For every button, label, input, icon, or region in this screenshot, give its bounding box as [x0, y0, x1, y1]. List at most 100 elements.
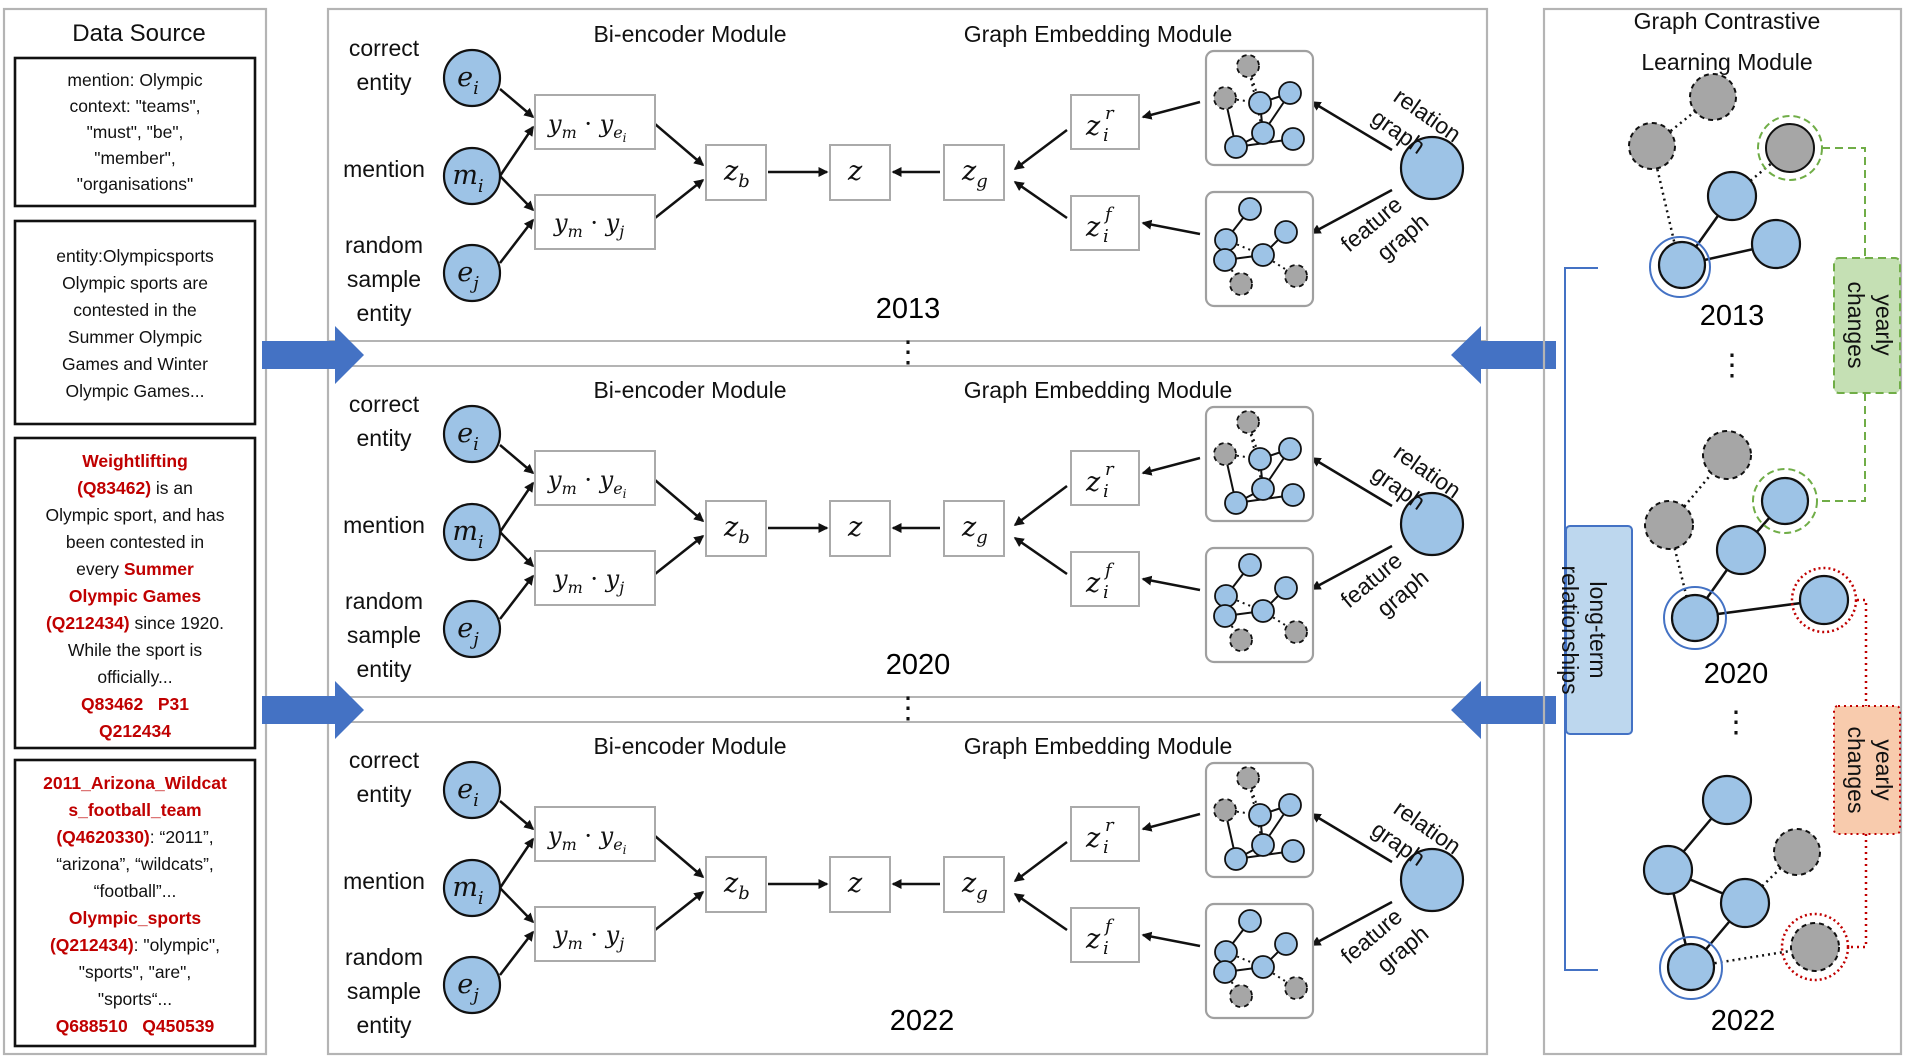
left-arrow-icon [262, 326, 364, 384]
z-feature-box [1070, 907, 1140, 963]
year-label: 2020 [1704, 658, 1769, 690]
flow-arrow [499, 444, 535, 474]
source-text: (Q212434) since 1920. [46, 613, 224, 633]
flow-arrow [499, 930, 534, 976]
random-entity-label: entity [357, 656, 412, 682]
correct-entity-label: entity [357, 69, 412, 95]
graph-node [1213, 248, 1237, 272]
input-node [442, 146, 502, 206]
source-text: "must", "be", [87, 122, 184, 142]
score-box-random [534, 550, 656, 606]
long-term-label: long-termrelationships [1557, 565, 1611, 694]
flow-arrow [499, 175, 535, 212]
graph-node [1251, 833, 1275, 857]
flow-arrow [654, 891, 705, 931]
graph-node [1238, 197, 1262, 221]
feature-graph-label: featuregraph [1336, 897, 1434, 992]
z-g-box [943, 500, 1005, 557]
z-b-box [705, 500, 767, 557]
bi-encoder-title: Bi-encoder Module [593, 733, 786, 759]
flow-arrows [262, 326, 1556, 739]
source-box-arizona [13, 758, 257, 1048]
flow-arrow [1310, 900, 1393, 947]
z-box [829, 856, 891, 913]
flow-arrow [1141, 219, 1201, 236]
graph-embedding-title: Graph Embedding Module [964, 21, 1233, 47]
mention-label: mention [343, 156, 425, 182]
flow-arrow [1013, 892, 1068, 932]
z-b-box [705, 144, 767, 201]
year-label: 2020 [886, 649, 951, 681]
flow-arrow [1141, 931, 1201, 948]
year-label: 2022 [890, 1005, 955, 1037]
source-text: contested in the [73, 300, 197, 320]
graph-node [1278, 793, 1302, 817]
graph-node [1236, 766, 1260, 790]
yearly-changes-tag-green [1833, 257, 1901, 394]
flow-arrow [499, 531, 535, 568]
source-text: Q83462 P31 [81, 694, 189, 714]
graph-node [1274, 932, 1298, 956]
entity-node [1399, 847, 1465, 913]
graph-node [1213, 604, 1237, 628]
flow-arrow [499, 800, 535, 830]
graph-node [1251, 599, 1275, 623]
graph-node [1213, 960, 1237, 984]
source-text: mention: Olympic [67, 70, 202, 90]
source-text: "member", [94, 148, 175, 168]
flow-arrow [654, 123, 705, 166]
graph-node [1284, 264, 1308, 288]
source-text: 2011_Arizona_Wildcat [43, 773, 227, 793]
input-node [442, 599, 502, 659]
yearly-changes-label: yearlychanges [1843, 727, 1897, 814]
random-entity-label: sample [347, 978, 421, 1004]
graph-node [1238, 909, 1262, 933]
source-text: "sports", "are", [79, 962, 191, 982]
source-text: been contested in [66, 532, 204, 552]
source-text: “football”... [94, 881, 177, 901]
panel-title: Graph Contrastive [1634, 8, 1821, 34]
year-label: 2022 [1711, 1005, 1776, 1037]
graph-node [1229, 984, 1253, 1008]
right-arrow-icon [1451, 326, 1556, 384]
source-text: Olympic sport, and has [46, 505, 225, 525]
graph-node [1229, 272, 1253, 296]
graph-node [1213, 442, 1237, 466]
panel-title: Learning Module [1641, 49, 1812, 75]
flow-arrow [498, 125, 535, 177]
flow-arrow [1141, 812, 1201, 832]
source-text: Olympic sports are [62, 273, 208, 293]
feature-graph-label: featuregraph [1336, 541, 1434, 636]
graph-embedding-title: Graph Embedding Module [964, 377, 1233, 403]
graph-node [1274, 220, 1298, 244]
input-node [442, 243, 502, 303]
z-symbol: z [847, 512, 863, 543]
left-arrow-icon [262, 681, 364, 739]
mention-label: mention [343, 512, 425, 538]
score-formula: ym · yei [547, 466, 627, 501]
graph-2022 [1642, 774, 1850, 1000]
input-node [442, 955, 502, 1015]
graph-node [1238, 553, 1262, 577]
z-g-box [943, 856, 1005, 913]
score-formula: ym · yj [553, 565, 624, 597]
flow-arrow [498, 481, 535, 533]
graph-node [1229, 628, 1253, 652]
source-text: (Q83462) is an [77, 478, 193, 498]
flow-arrow [654, 535, 705, 575]
mention-label: mention [343, 868, 425, 894]
random-entity-label: sample [347, 266, 421, 292]
score-formula: ym · yj [553, 921, 624, 953]
flow-arrow [499, 574, 534, 620]
graph-node [1284, 976, 1308, 1000]
graph-embedding-title: Graph Embedding Module [964, 733, 1233, 759]
score-box-random [534, 194, 656, 250]
source-text: Q688510 Q450539 [56, 1016, 215, 1036]
source-text: Weightlifting [82, 451, 188, 471]
graph-node [1274, 576, 1298, 600]
graph-node [1224, 135, 1248, 159]
input-node [442, 760, 502, 820]
